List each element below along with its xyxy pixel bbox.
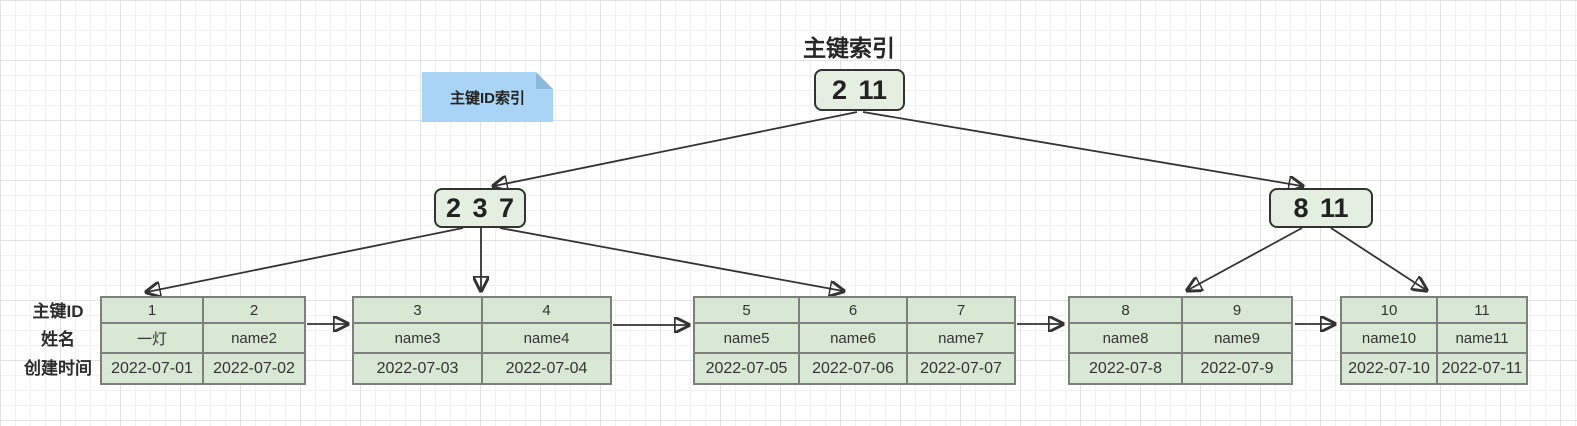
table-cell: 2022-07-05 [695,354,800,383]
right-node-keys: 8 11 [1293,192,1349,223]
sticky-note-label: 主键ID索引 [449,89,525,107]
table-cell: 6 [800,298,908,324]
table-cell: 2022-07-07 [908,354,1014,383]
leaf-page-3[interactable]: 5 6 7 name5 name6 name7 2022-07-05 2022-… [693,296,1016,385]
btree-root-node[interactable]: 2 11 [814,69,905,111]
row-label-primary-key[interactable]: 主键ID [32,301,84,321]
table-cell: 5 [695,298,800,324]
table-cell: 10 [1342,298,1438,324]
table-cell: 2022-07-10 [1342,354,1438,383]
table-cell: 2022-07-8 [1070,354,1183,383]
table-cell: name11 [1438,324,1526,354]
table-cell: 8 [1070,298,1183,324]
table-cell: name2 [204,324,304,354]
sticky-note[interactable]: 主键ID索引 [422,72,553,122]
edge-right-node-to-page5[interactable] [1330,227,1426,290]
table-cell: 9 [1183,298,1291,324]
edge-left-node-to-page1[interactable] [147,227,464,292]
table-cell: name10 [1342,324,1438,354]
table-cell: name6 [800,324,908,354]
edge-root-to-right-node[interactable] [862,111,1302,186]
left-node-keys: 2 3 7 [445,192,515,223]
root-node-keys: 2 11 [831,74,888,105]
table-cell: 2022-07-03 [354,354,483,383]
leaf-page-2[interactable]: 3 4 name3 name4 2022-07-03 2022-07-04 [352,296,612,385]
edge-right-node-to-page4[interactable] [1188,227,1303,290]
table-cell: name3 [354,324,483,354]
btree-internal-node-right[interactable]: 8 11 [1269,188,1373,228]
table-cell: name8 [1070,324,1183,354]
table-cell: name9 [1183,324,1291,354]
leaf-page-5[interactable]: 10 11 name10 name11 2022-07-10 2022-07-1… [1340,296,1528,385]
table-cell: 3 [354,298,483,324]
table-cell: 2022-07-02 [204,354,304,383]
table-cell: 2022-07-9 [1183,354,1291,383]
row-label-created-time[interactable]: 创建时间 [24,359,92,378]
leaf-page-4[interactable]: 8 9 name8 name9 2022-07-8 2022-07-9 [1068,296,1293,385]
table-cell: 11 [1438,298,1526,324]
table-cell: 一灯 [102,324,204,354]
edge-left-node-to-page3[interactable] [499,227,843,291]
table-cell: name7 [908,324,1014,354]
leaf-page-1[interactable]: 1 2 一灯 name2 2022-07-01 2022-07-02 [100,296,306,385]
table-cell: 2 [204,298,304,324]
table-cell: 2022-07-11 [1438,354,1526,383]
diagram-title[interactable]: 主键索引 [803,35,895,61]
table-cell: 7 [908,298,1014,324]
table-cell: name5 [695,324,800,354]
table-cell: 2022-07-04 [483,354,610,383]
table-cell: 2022-07-01 [102,354,204,383]
table-cell: 2022-07-06 [800,354,908,383]
table-cell: name4 [483,324,610,354]
row-label-name[interactable]: 姓名 [41,329,75,349]
table-cell: 1 [102,298,204,324]
edge-root-to-left-node[interactable] [494,111,858,186]
btree-internal-node-left[interactable]: 2 3 7 [434,188,526,228]
table-cell: 4 [483,298,610,324]
